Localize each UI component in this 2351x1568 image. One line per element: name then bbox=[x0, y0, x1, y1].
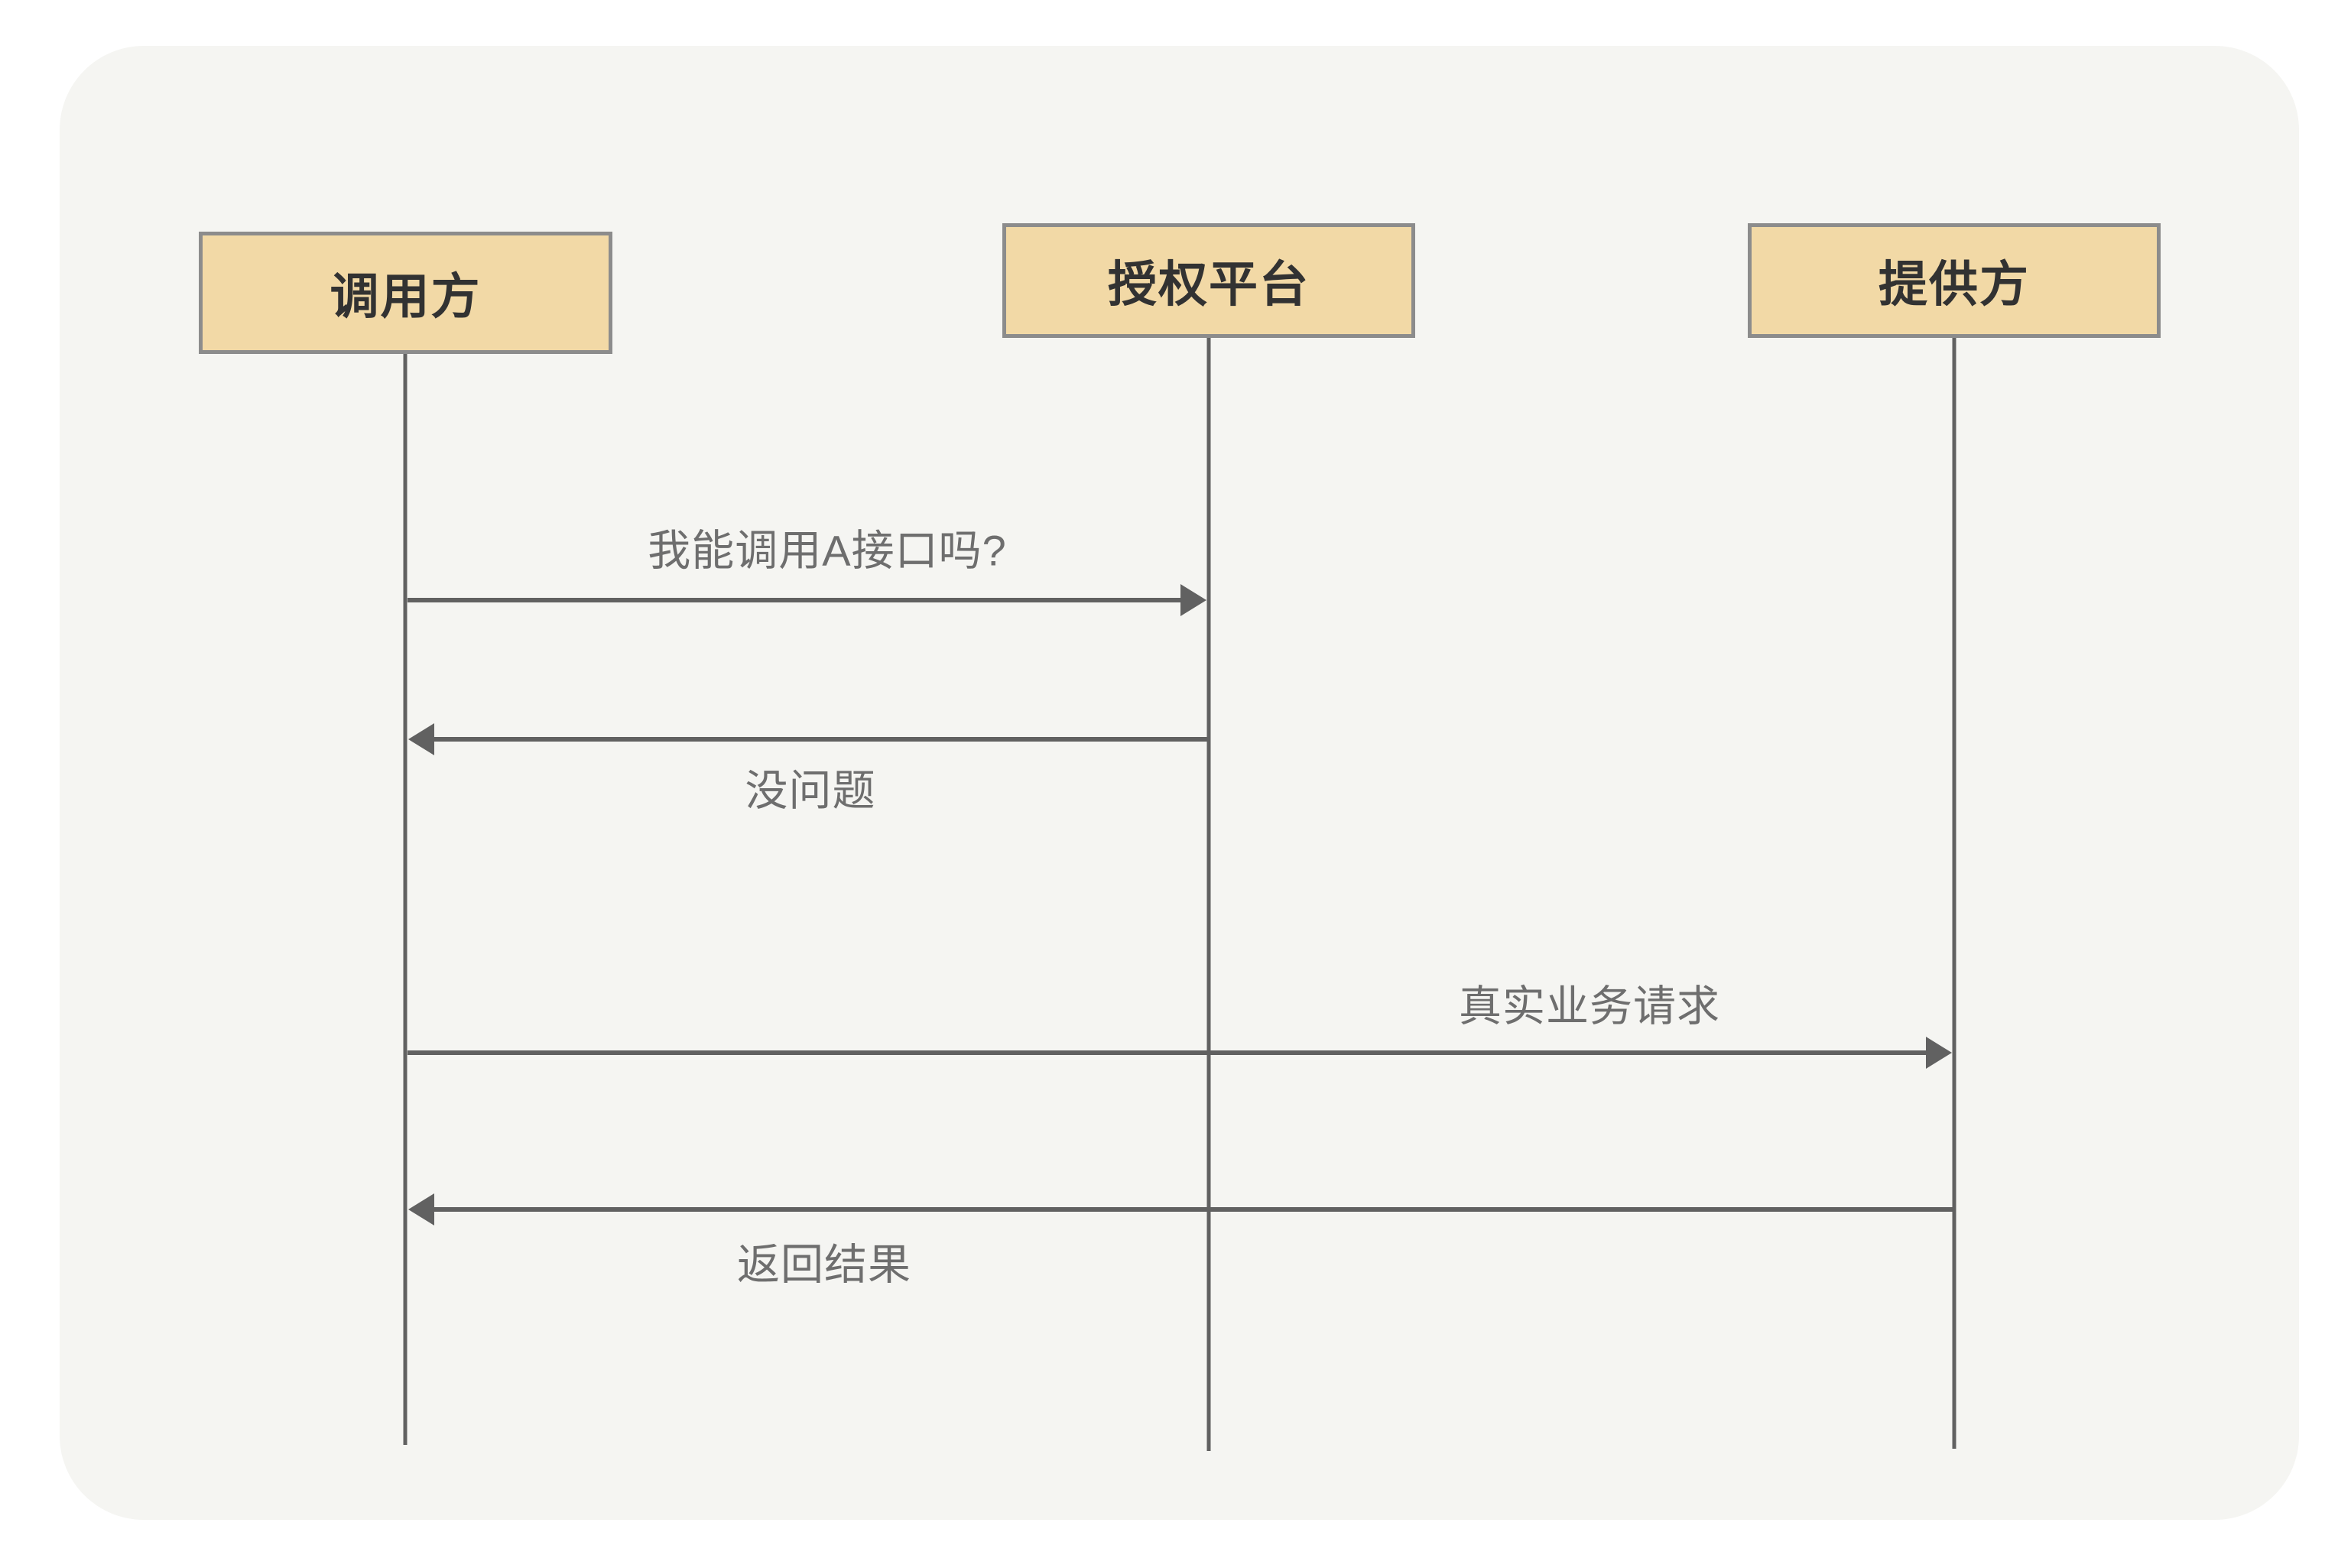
actor-label-provider: 提供方 bbox=[1879, 257, 2030, 312]
actor-label-caller: 调用方 bbox=[330, 269, 482, 324]
message-label-4: 返回结果 bbox=[737, 1240, 911, 1289]
actor-box-auth-platform: 授权平台 bbox=[1002, 223, 1415, 338]
arrowhead-left-icon bbox=[408, 723, 434, 755]
message-label-2: 没问题 bbox=[745, 766, 876, 815]
arrowhead-right-icon bbox=[1926, 1037, 1952, 1069]
actor-box-provider: 提供方 bbox=[1748, 223, 2161, 338]
arrowhead-right-icon bbox=[1180, 584, 1206, 616]
actor-label-auth-platform: 授权平台 bbox=[1108, 257, 1310, 312]
actor-box-caller: 调用方 bbox=[199, 232, 612, 354]
message-label-3: 真实业务请求 bbox=[1459, 982, 1720, 1031]
message-label-1: 我能调用A接口吗? bbox=[648, 526, 1007, 575]
arrowhead-left-icon bbox=[408, 1193, 434, 1226]
